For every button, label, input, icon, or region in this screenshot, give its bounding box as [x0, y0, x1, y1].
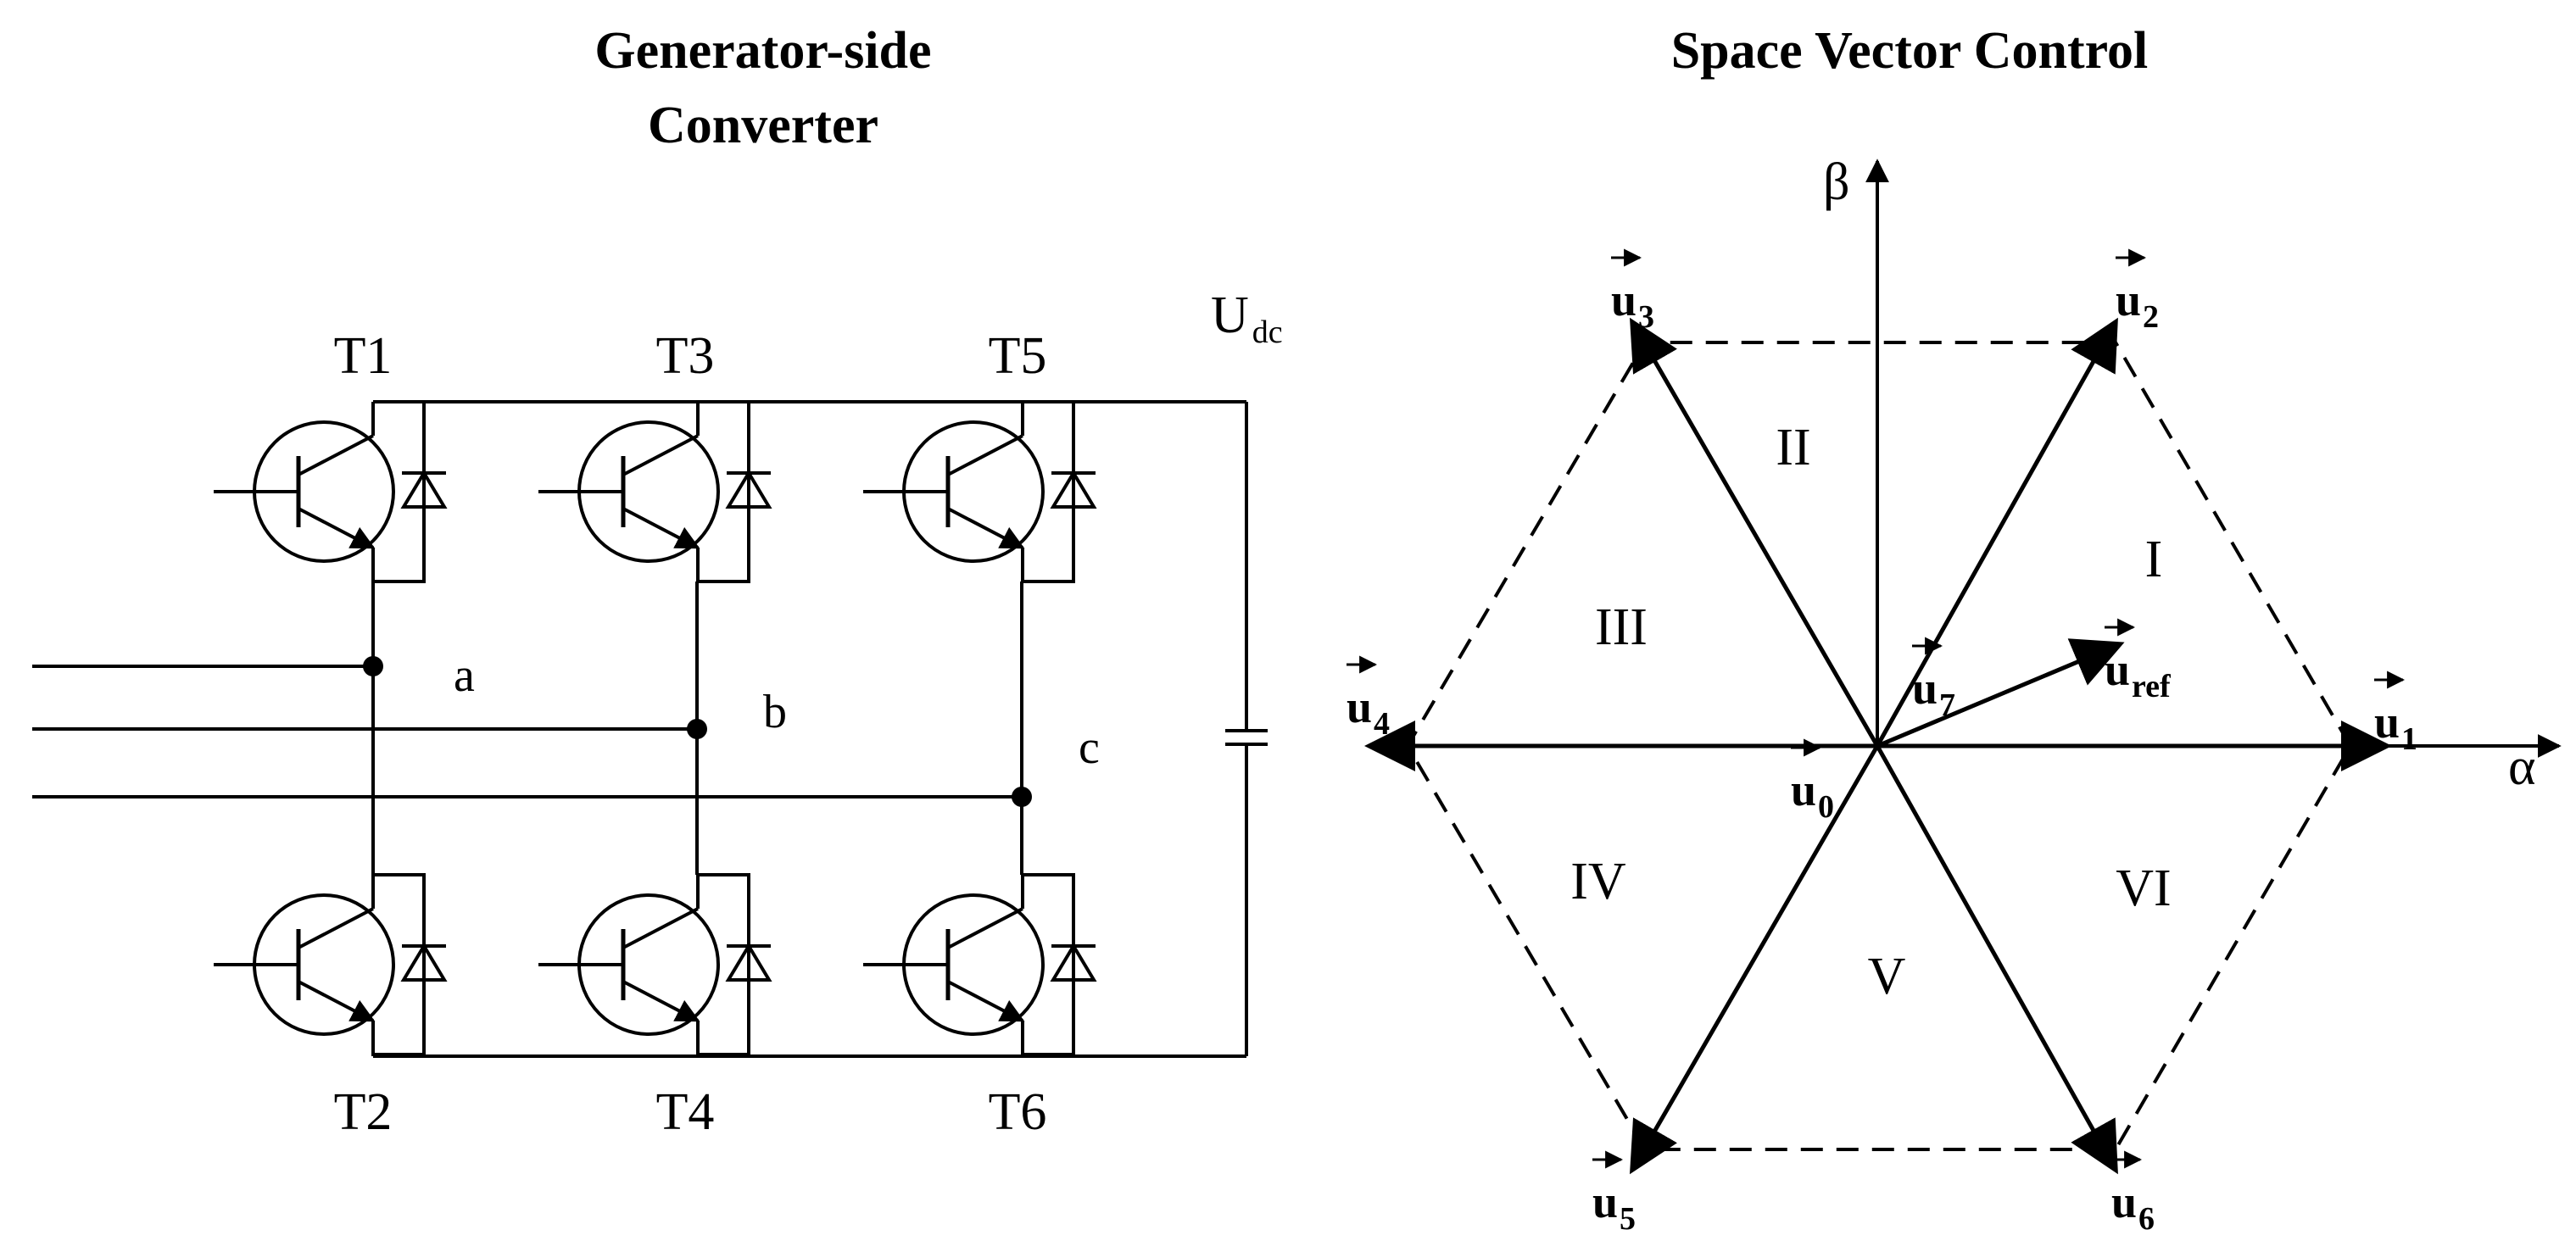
junction-b: [687, 719, 707, 739]
switch-label-T5: T5: [989, 327, 1047, 385]
emitter-arrow: [947, 980, 1025, 1022]
switch-label-T4: T4: [656, 1083, 715, 1141]
sector-V: V: [1868, 948, 1906, 1005]
svg-text:u: u: [1592, 1177, 1618, 1227]
diode-triangle: [1050, 943, 1097, 982]
vector-label-uref: u ref: [2105, 618, 2172, 704]
collector: [298, 434, 374, 476]
dc-voltage-label-sub: dc: [1252, 314, 1283, 350]
beta-axis-label: β: [1823, 153, 1850, 211]
svg-text:u: u: [2116, 275, 2141, 326]
diode-triangle: [400, 470, 448, 509]
switch-T3: [538, 400, 772, 583]
svg-text:u: u: [1912, 663, 1938, 714]
diode-branch: [373, 400, 426, 583]
svg-text:u: u: [2111, 1177, 2137, 1227]
switch-label-T3: T3: [656, 327, 715, 385]
diode-triangle: [400, 943, 448, 982]
space-vector-panel: Space Vector Control β α I II III IV V V…: [1347, 22, 2562, 1237]
vector-label-u4: u 4: [1347, 655, 1390, 742]
svg-text:1: 1: [2401, 721, 2417, 757]
vector-label-u7: u 7: [1912, 637, 1955, 723]
switch-T4: [538, 873, 772, 1056]
sector-VI: VI: [2116, 860, 2171, 917]
vector-label-u3: u 3: [1611, 248, 1654, 335]
diode-branch: [373, 873, 426, 1056]
converter-title-line2: Converter: [648, 97, 878, 154]
vector-u2: [1875, 317, 2118, 748]
vector-u6: [1875, 744, 2118, 1175]
diode-triangle: [725, 943, 772, 982]
diode-branch: [1023, 400, 1075, 583]
emitter-arrow: [298, 980, 376, 1022]
vector-uref: [1876, 638, 2125, 748]
collector: [622, 907, 699, 949]
node-label-a: a: [454, 649, 475, 702]
sector-II: II: [1776, 419, 1810, 476]
diode-branch: [1023, 873, 1075, 1056]
emitter-arrow: [622, 980, 700, 1022]
vector-label-u1: u 1: [2374, 671, 2417, 757]
svg-text:u: u: [2105, 644, 2130, 695]
switch-T6: [863, 873, 1097, 1056]
sector-IV: IV: [1570, 853, 1626, 910]
svg-text:u: u: [1347, 682, 1372, 732]
svg-text:0: 0: [1818, 789, 1834, 825]
vector-label-u0: u 0: [1791, 738, 1834, 825]
svg-text:u: u: [2374, 697, 2400, 748]
svg-text:7: 7: [1939, 687, 1955, 723]
converter-title-line1: Generator-side: [594, 22, 931, 80]
diode-triangle: [1050, 470, 1097, 509]
switch-label-T1: T1: [334, 327, 393, 385]
switch-T2: [214, 873, 448, 1056]
vector-u3: [1629, 317, 1880, 748]
svg-text:6: 6: [2138, 1201, 2155, 1237]
diode-triangle: [725, 470, 772, 509]
node-label-b: b: [763, 686, 787, 738]
svg-text:5: 5: [1620, 1201, 1636, 1237]
switch-T1: [214, 400, 448, 583]
switch-T5: [863, 400, 1097, 583]
switch-label-T6: T6: [989, 1083, 1047, 1141]
sector-III: III: [1595, 598, 1648, 656]
node-label-c: c: [1079, 721, 1100, 774]
svg-text:4: 4: [1374, 706, 1390, 742]
svg-text:ref: ref: [2132, 669, 2172, 704]
switch-label-T2: T2: [334, 1083, 393, 1141]
vector-label-u2: u 2: [2116, 248, 2159, 335]
collector: [947, 907, 1023, 949]
dc-voltage-label-main: U: [1211, 287, 1249, 344]
emitter-arrow: [622, 507, 700, 549]
svg-text:2: 2: [2143, 299, 2159, 335]
emitter-arrow: [947, 507, 1025, 549]
emitter-arrow: [298, 507, 376, 549]
vector-label-u6: u 6: [2111, 1150, 2155, 1237]
svg-text:u: u: [1791, 765, 1816, 815]
collector: [622, 434, 699, 476]
collector: [947, 434, 1023, 476]
space-vector-title: Space Vector Control: [1671, 22, 2149, 80]
collector: [298, 907, 374, 949]
vector-label-u5: u 5: [1592, 1150, 1636, 1237]
switch-group: [214, 400, 1097, 1056]
svg-text:u: u: [1611, 275, 1636, 326]
alpha-axis-label: α: [2508, 738, 2535, 796]
svg-text:3: 3: [1638, 299, 1654, 335]
junction-c: [1012, 787, 1032, 807]
vector-u5: [1629, 744, 1880, 1175]
sector-I: I: [2145, 531, 2163, 588]
diode-branch: [698, 873, 750, 1056]
junction-a: [363, 656, 383, 676]
diode-branch: [698, 400, 750, 583]
